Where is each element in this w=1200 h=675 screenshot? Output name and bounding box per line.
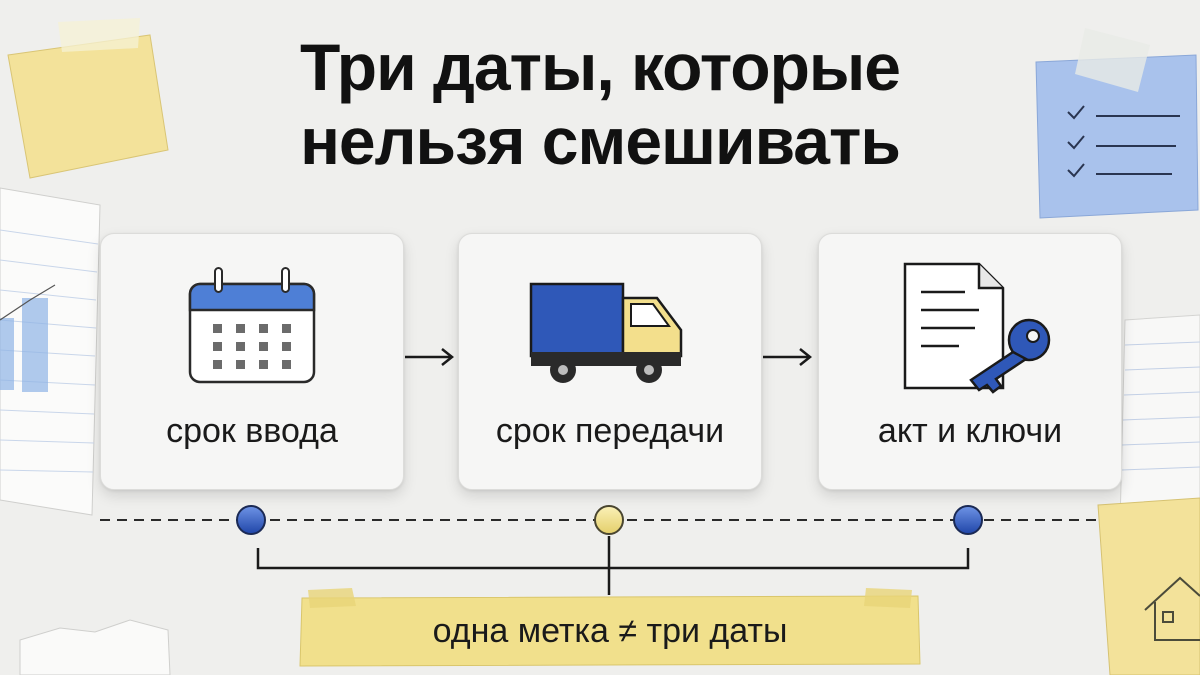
truck-icon	[529, 282, 683, 383]
step-card-handover: срок передачи	[458, 233, 762, 490]
timeline-dot-end	[953, 505, 983, 535]
timeline-dot-middle	[594, 505, 624, 535]
step-card-act-keys: акт и ключи	[818, 233, 1122, 490]
timeline-bracket	[256, 536, 970, 595]
step-label: акт и ключи	[877, 412, 1063, 450]
title-line-2: нельзя смешивать	[300, 104, 901, 178]
title-line-1: Три даты, которые	[300, 30, 901, 104]
sticky-note-yellow-top-left	[7, 18, 169, 179]
calendar-icon	[188, 267, 316, 384]
sticky-note-house-bottom-right	[1097, 497, 1200, 675]
step-card-commissioning: срок ввода	[100, 233, 404, 490]
arrow-2-to-3	[763, 348, 813, 366]
graph-paper-left	[0, 187, 101, 516]
footer-tape	[299, 588, 921, 667]
step-label: срок передачи	[495, 412, 725, 450]
key-icon	[969, 318, 1051, 394]
document-key-icon	[903, 262, 1051, 394]
step-label: срок ввода	[166, 412, 338, 450]
sticky-note-blue-top-right	[1035, 28, 1199, 219]
lined-paper-right	[1119, 314, 1200, 526]
page-title: Три даты, которые нельзя смешивать	[200, 30, 1000, 178]
torn-paper-bottom-left	[19, 619, 171, 675]
footer-note: одна метка ≠ три даты	[432, 611, 788, 650]
arrow-1-to-2	[405, 348, 455, 366]
timeline-dot-start	[236, 505, 266, 535]
